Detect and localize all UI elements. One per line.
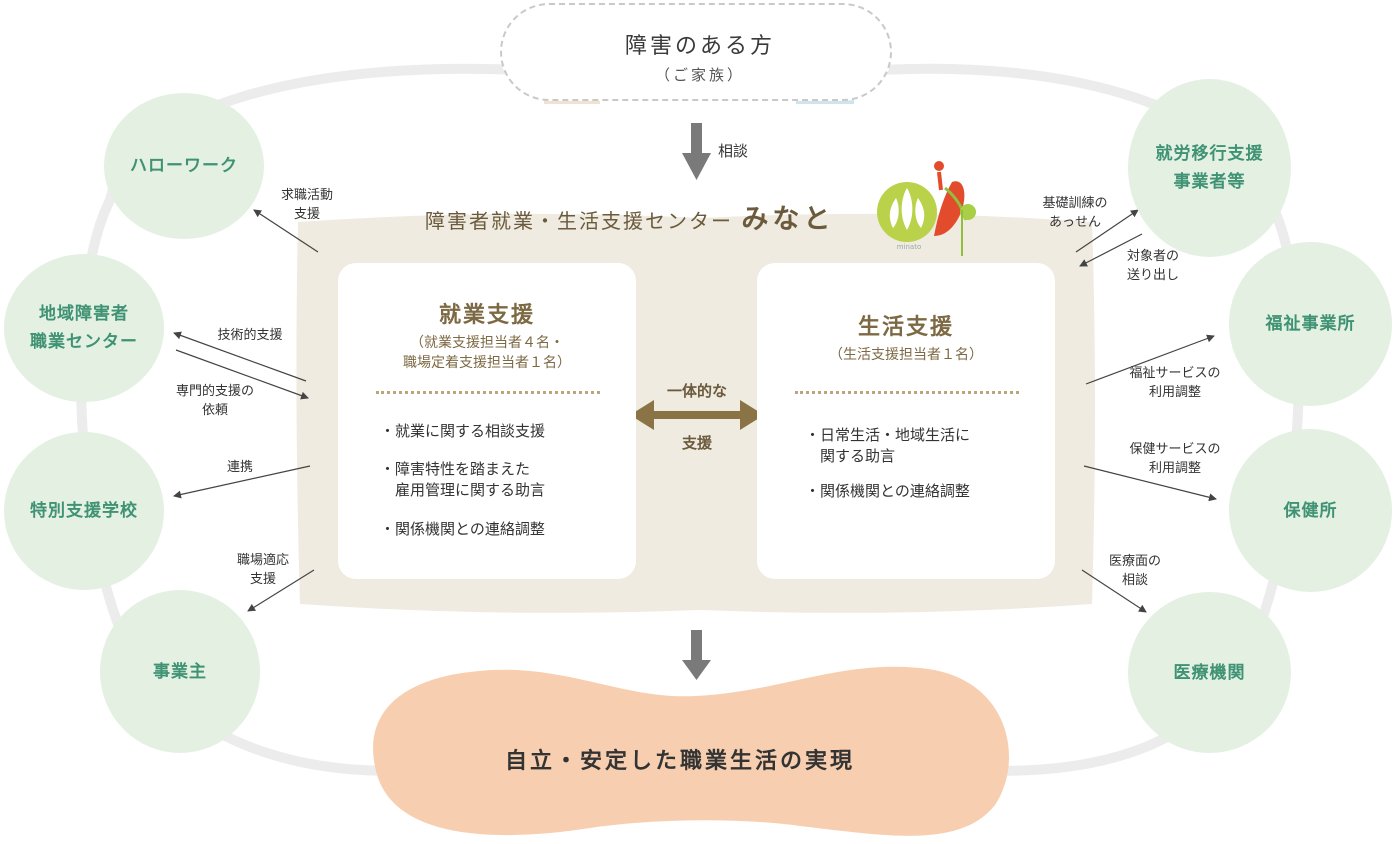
employment-item: ・就業に関する相談支援 xyxy=(380,422,546,440)
family-subtitle: （ご家族） xyxy=(654,66,745,84)
label-job-hunting: 求職活動 支援 xyxy=(280,188,333,222)
label-adaptation: 職場適応 支援 xyxy=(236,553,289,587)
node-health-center: 保健所 xyxy=(1229,429,1392,592)
node-vocational-center: 地域障害者 職業センター xyxy=(4,254,164,402)
center-title: 障害者就業・生活支援センター みなと xyxy=(425,197,865,236)
life-card: 生活支援 （生活支援担当者１名） ・日常生活・地域生活に 関する助言 ・関係機関… xyxy=(757,263,1055,579)
employment-title: 就業支援 xyxy=(438,303,535,328)
label-technical: 技術的支援 xyxy=(217,328,283,343)
life-item: ・関係機関との連絡調整 xyxy=(805,482,970,500)
result-text: 自立・安定した職業生活の実現 xyxy=(504,749,855,774)
consult-label: 相談 xyxy=(717,142,748,160)
employment-item: ・関係機関との連絡調整 xyxy=(380,520,545,538)
life-item: ・日常生活・地域生活に 関する助言 xyxy=(805,426,971,465)
node-employer: 事業主 xyxy=(100,590,260,753)
down-arrow-consult xyxy=(682,123,711,180)
label-cooperation: 連携 xyxy=(226,460,253,475)
label-specialized: 専門的支援の 依頼 xyxy=(175,384,254,418)
integrated-top-label: 一体的な xyxy=(666,382,727,400)
life-subtitle: （生活支援担当者１名） xyxy=(829,347,983,363)
label-welfare-service: 福祉サービスの 利用調整 xyxy=(1129,366,1221,400)
employment-subtitle: （就業支援担当者４名・ 職場定着支援担当者１名） xyxy=(403,335,571,371)
family-title: 障害のある方 xyxy=(624,34,775,59)
center-title-name: みなと xyxy=(741,204,835,235)
life-title: 生活支援 xyxy=(857,315,954,340)
logo-text: minato xyxy=(896,243,922,251)
node-transition-support: 就労移行支援 事業者等 xyxy=(1128,79,1291,257)
integrated-bottom-label: 支援 xyxy=(681,434,712,452)
center-title-prefix: 障害者就業・生活支援センター xyxy=(425,209,733,233)
employment-item: ・障害特性を踏まえた 雇用管理に関する助言 xyxy=(380,460,546,499)
family-bubble xyxy=(500,3,892,101)
node-hellowork: ハローワーク xyxy=(104,93,264,239)
down-arrow-result xyxy=(682,630,711,680)
label-send-out: 対象者の 送り出し xyxy=(1126,249,1179,283)
employment-card: 就業支援 （就業支援担当者４名・ 職場定着支援担当者１名） ・就業に関する相談支… xyxy=(338,263,636,579)
life-divider xyxy=(795,391,1019,394)
label-basic-training: 基礎訓練の あっせん xyxy=(1042,196,1108,230)
result-blob xyxy=(373,666,1010,836)
node-special-school: 特別支援学校 xyxy=(4,432,164,590)
minato-logo xyxy=(877,161,976,256)
label-health-service: 保健サービスの 利用調整 xyxy=(1129,442,1221,476)
integrated-double-arrow xyxy=(630,400,764,430)
node-medical: 医療機関 xyxy=(1128,592,1291,753)
node-welfare-office: 福祉事業所 xyxy=(1229,242,1392,406)
label-medical-consult: 医療面の 相談 xyxy=(1108,554,1161,588)
employment-divider xyxy=(376,391,600,394)
